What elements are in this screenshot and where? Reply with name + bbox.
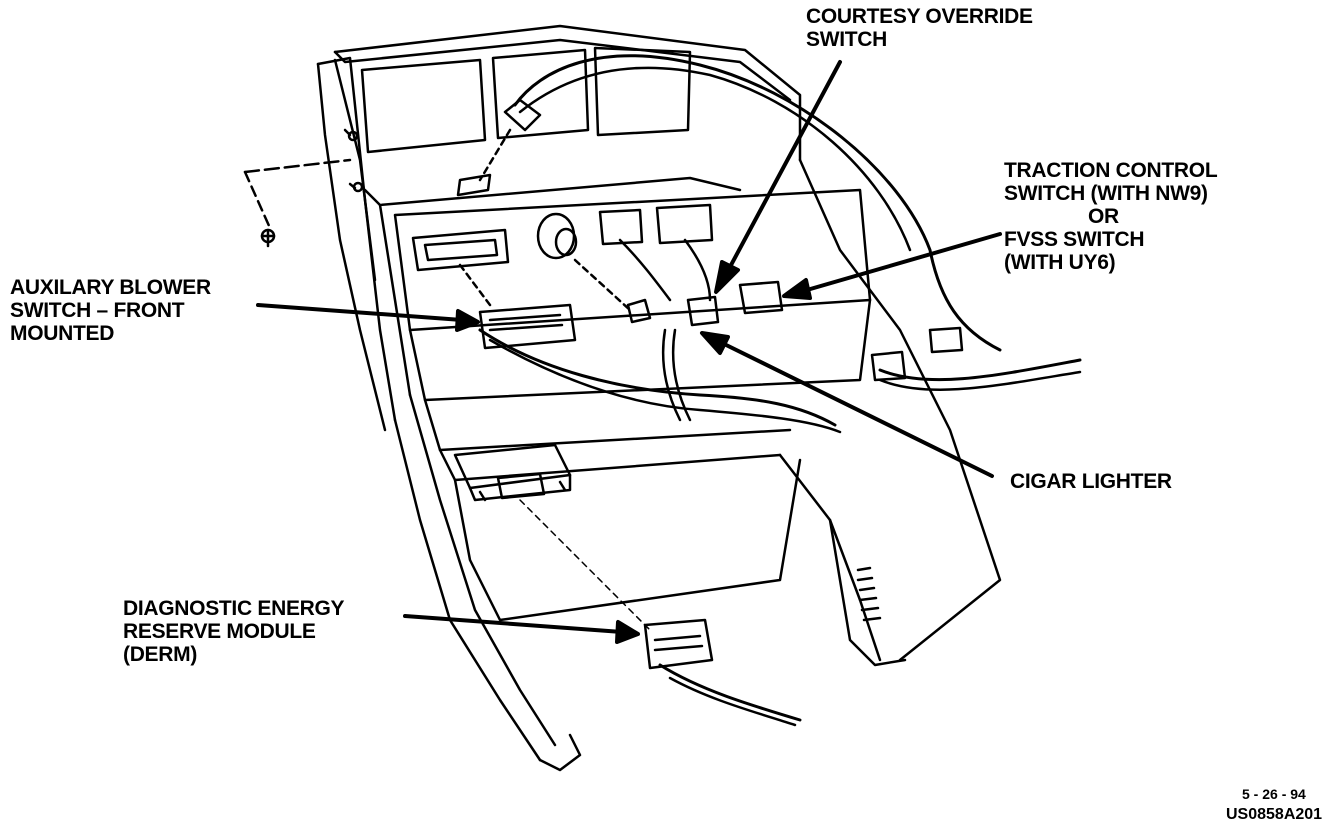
- blower-arrow: [256, 303, 464, 322]
- cigar-arrow: [714, 338, 994, 478]
- traction-control-line: (WITH UY6): [1004, 251, 1116, 274]
- traction-control-line: FVSS SWITCH: [1004, 228, 1145, 251]
- diagram-date: 5 - 26 - 94: [1242, 786, 1306, 802]
- traction-control-line: SWITCH (WITH NW9): [1004, 182, 1208, 205]
- derm-label: DIAGNOSTIC ENERGY RESERVE MODULE (DERM): [123, 597, 345, 666]
- callout-arrows: [256, 60, 1002, 644]
- courtesy-override-label: COURTESY OVERRIDE SWITCH: [806, 5, 1033, 51]
- courtesy-arrow: [721, 60, 842, 282]
- courtesy-arrowhead: [714, 260, 740, 294]
- auxilary-blower-label: AUXILARY BLOWER SWITCH – FRONT MOUNTED: [10, 276, 211, 345]
- upper-panels: [360, 46, 692, 197]
- console-body: [393, 158, 1002, 772]
- traction-arrow: [798, 232, 1002, 294]
- cigar-arrowhead: [700, 331, 730, 355]
- cigar-lighter-label: CIGAR LIGHTER: [1010, 470, 1172, 493]
- traction-control-line: TRACTION CONTROL: [1004, 159, 1218, 182]
- blower-arrowhead: [455, 309, 480, 332]
- traction-control-line: OR: [1088, 205, 1119, 228]
- connectors: [260, 228, 964, 670]
- traction-arrowhead: [782, 278, 812, 300]
- wiring-harness: [243, 54, 1082, 727]
- derm-arrow: [403, 614, 624, 634]
- derm-arrowhead: [615, 620, 640, 644]
- figure-code: US0858A201: [1226, 806, 1323, 823]
